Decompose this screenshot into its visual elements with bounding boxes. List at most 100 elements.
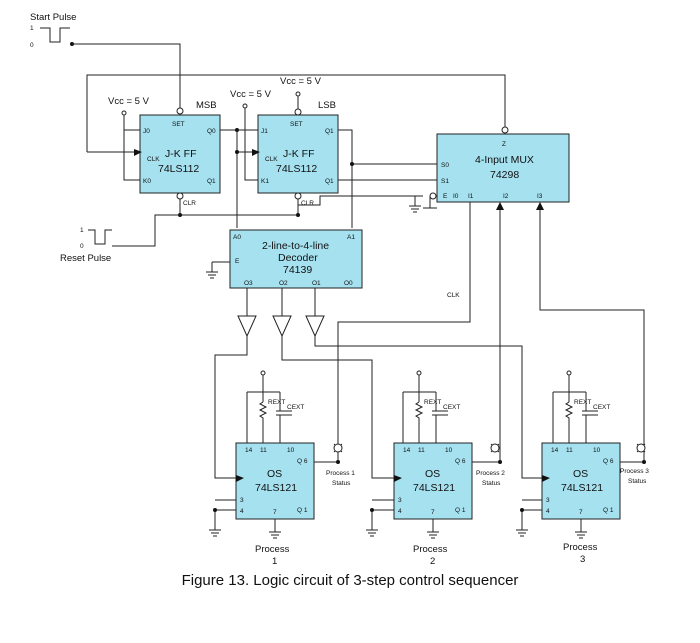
os2-rext-label: REXT	[424, 399, 441, 406]
clr-to-mux-wire	[297, 195, 423, 206]
lsb-clr-bubble	[294, 192, 302, 200]
j0-to-k0-wire	[123, 130, 140, 181]
inv1-to-os1-wire	[214, 336, 248, 479]
mux-pin-i1: I1	[468, 193, 474, 200]
inv2-to-os2-wire	[281, 336, 394, 479]
os3-pin-q: Q 6	[603, 458, 614, 465]
os2-cext-label: CEXT	[443, 404, 460, 411]
decoder-pin-o0: O0	[344, 280, 353, 287]
os3-rc-wires	[552, 375, 586, 443]
start-pulse-label: Start Pulse	[30, 12, 76, 23]
msb-set-bubble	[176, 107, 184, 115]
vcc-terminal-msb	[121, 110, 127, 116]
os2-status-lamp	[490, 443, 500, 453]
decoder-name-line2: Decoder	[278, 252, 318, 264]
lsb-pin-clr: CLR	[301, 200, 314, 207]
mux-74298: Z S0 S1 E I0 I1 I2 I3 4-Input MUX 74298 …	[409, 133, 570, 299]
reset-pulse-label: Reset Pulse	[60, 253, 111, 264]
reset-pulse-waveform	[88, 229, 112, 245]
mux-pin-i0: I0	[453, 193, 459, 200]
status1-to-mux-i1-wire	[337, 202, 471, 462]
clr-bus-wire	[179, 199, 299, 216]
os3-pin4: 4	[546, 508, 550, 515]
os1-process-line2: 1	[272, 556, 277, 567]
mux-chip-body	[436, 133, 570, 203]
os1-pin11: 11	[260, 447, 267, 454]
one-shot-1: REXT CEXT 14 11 10 Q 6 3 4 7 Q 1 OS 74LS…	[209, 370, 355, 567]
os2-process-line1: Process	[413, 544, 448, 555]
os2-rc-wires	[402, 375, 436, 443]
msb-name-line1: J-K FF	[165, 148, 197, 160]
decoder-pin-a0: A0	[233, 234, 241, 241]
os2-pin7: 7	[431, 509, 435, 516]
os3-ground-junction	[520, 508, 524, 512]
mux-pin-i2: I2	[503, 193, 509, 200]
lsb-chip-body	[257, 114, 339, 194]
os1-cext-label: CEXT	[287, 404, 304, 411]
os3-pin3: 3	[546, 497, 550, 504]
lsb-pin-k: K1	[261, 178, 269, 185]
clk-label: CLK	[447, 292, 460, 299]
msb-pin-set: SET	[172, 121, 185, 128]
msb-pin-qbar: Q1	[207, 178, 216, 185]
os2-name-line2: 74LS121	[413, 482, 455, 494]
mux-z-bubble	[501, 126, 509, 134]
lsb-name-line1: J-K FF	[283, 148, 315, 160]
os1-status-junction	[336, 460, 340, 464]
os3-process-line1: Process	[563, 542, 598, 553]
os1-pin-q: Q 6	[297, 458, 308, 465]
reset-pulse-low: 0	[80, 243, 84, 250]
os2-pin-qbar: Q 1	[455, 507, 466, 514]
os3-rext-label: REXT	[574, 399, 591, 406]
os1-ground-symbol-bottom	[269, 531, 281, 539]
lsb-clk-junction	[235, 150, 239, 154]
lsb-clk-triangle	[252, 149, 260, 156]
os1-status-line1: Process 1	[326, 470, 355, 477]
os3-resistor	[564, 401, 574, 443]
os3-pin-qbar: Q 1	[603, 507, 614, 514]
mux-z-feedback-wire	[86, 74, 506, 152]
decoder-name-line3: 74139	[283, 264, 312, 276]
decoder-ground-symbol	[206, 262, 218, 279]
os2-ground-symbol-bottom	[427, 531, 439, 539]
os2-ground-wires	[371, 499, 394, 530]
lsb-name-line2: 74LS112	[276, 163, 317, 175]
reset-pulse-high: 1	[80, 227, 84, 234]
i2-arrow	[496, 202, 504, 210]
start-wire	[72, 43, 181, 110]
os1-ground-junction	[213, 508, 217, 512]
os3-process-line2: 3	[580, 554, 585, 565]
lsb-tag: LSB	[318, 100, 336, 111]
os1-status-lamp	[333, 443, 343, 453]
msb-clk-triangle	[134, 149, 142, 156]
q0-to-a0-wire	[220, 129, 238, 228]
figure-caption: Figure 13. Logic circuit of 3-step contr…	[181, 572, 519, 589]
one-shot-3: REXT CEXT 14 11 10 Q 6 3 4 7 Q 1 OS 74LS…	[516, 370, 649, 565]
os1-name-line2: 74LS121	[255, 482, 297, 494]
jk-flipflop-msb: Vcc = 5 V MSB SET J0 CLK K0 Q0 Q1 CLR J-…	[87, 96, 221, 207]
jk-flipflop-lsb: Vcc = 5 V Vcc = 5 V LSB SET J1 CLK K1 Q1…	[230, 76, 339, 207]
os1-pin14: 14	[245, 447, 253, 454]
os3-status-junction	[642, 460, 646, 464]
os1-rc-wires	[246, 375, 280, 443]
msb-chip-body	[139, 114, 221, 194]
os3-status-line2: Status	[628, 478, 647, 485]
os3-trigger-triangle	[542, 475, 550, 482]
vcc-terminal-lsb	[242, 103, 248, 109]
os3-ground-symbol-left	[516, 529, 528, 537]
os2-pin-q: Q 6	[455, 458, 466, 465]
os2-resistor	[414, 401, 424, 443]
reset-pulse-input: 1 0 Reset Pulse	[60, 214, 180, 264]
os1-capacitor	[276, 392, 292, 443]
start-pulse-low: 0	[30, 42, 34, 49]
i3-arrow	[536, 202, 544, 210]
clr-junction-lsb	[296, 213, 300, 217]
os2-ground-junction	[370, 508, 374, 512]
os3-pin10: 10	[593, 447, 601, 454]
os3-status-line1: Process 3	[620, 468, 649, 475]
os1-resistor	[258, 401, 268, 443]
start-pulse-high: 1	[30, 25, 34, 32]
decoder-pin-o2: O2	[279, 280, 288, 287]
s0-junction	[350, 162, 354, 166]
os2-capacitor	[432, 392, 448, 443]
